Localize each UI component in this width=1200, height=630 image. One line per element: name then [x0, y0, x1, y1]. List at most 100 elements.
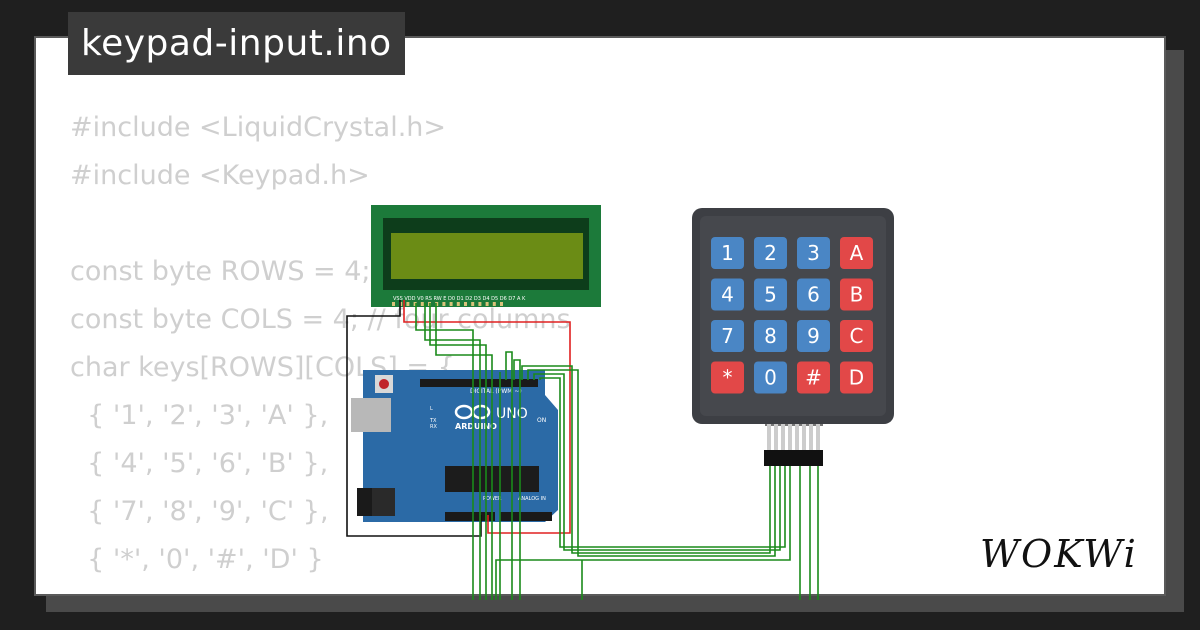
wokwi-logo-icon: WOKWi [980, 532, 1138, 576]
tx-label: TX [429, 418, 437, 424]
lcd-wire-3 [435, 303, 493, 600]
key-label: 2 [764, 241, 777, 265]
ribbon-strip [774, 424, 778, 450]
code-line: { '4', '5', '6', 'B' }, [70, 448, 329, 479]
key-5[interactable]: 5 [754, 278, 787, 311]
project-title: keypad-input.ino [68, 12, 405, 75]
power-header [445, 512, 495, 521]
key-label: B [850, 283, 864, 307]
lcd-pin [413, 302, 417, 306]
digital-header [420, 379, 538, 387]
code-line: }; [70, 584, 571, 594]
key-label: 9 [807, 324, 820, 348]
wokwi-logo: WOKWi [972, 524, 1156, 584]
rx-label: RX [430, 424, 437, 430]
ground-wire [346, 300, 482, 537]
code-line: #include <LiquidCrystal.h> [70, 112, 447, 143]
key-label: 3 [807, 241, 820, 265]
on-label: ON [537, 417, 546, 424]
lcd-wire-2 [429, 303, 487, 600]
lcd-pin [478, 302, 482, 306]
code-line: { '1', '2', '3', 'A' }, [70, 400, 329, 431]
lcd-module[interactable]: VSS VDD V0 RS RW E D0 D1 D2 D3 D4 D5 D6 … [371, 205, 601, 307]
power-wire [403, 300, 571, 534]
key-label: # [805, 366, 822, 390]
lcd-pin [456, 302, 460, 306]
ribbon-strip [802, 424, 806, 450]
lcd-wire-1 [424, 303, 481, 600]
keypad-wire-5 [495, 466, 791, 600]
key-label: * [723, 366, 733, 390]
key-label: 5 [764, 283, 777, 307]
keypad-wire-3 [533, 373, 781, 551]
lcd-pin [392, 302, 395, 306]
keypad-ribbon [767, 424, 820, 450]
key-6[interactable]: 6 [797, 278, 830, 311]
key-9[interactable]: 9 [797, 320, 830, 352]
lcd-pin [464, 302, 467, 306]
preview-card: #include <LiquidCrystal.h> #include <Keyp… [34, 36, 1166, 596]
key-3[interactable]: 3 [797, 237, 830, 269]
key-D[interactable]: D [840, 361, 873, 394]
lcd-pin [449, 302, 453, 306]
key-label: C [850, 324, 864, 348]
svg-text:WOKWi: WOKWi [980, 532, 1138, 576]
key-label: 4 [721, 283, 734, 307]
key-A[interactable]: A [840, 237, 873, 269]
code-line: const byte COLS = 4; // four columns [70, 304, 571, 335]
ribbon-strip [816, 424, 820, 450]
lcd-pin [420, 302, 424, 306]
code-line: char keys[ROWS][COLS] = { [70, 352, 455, 383]
keypad-wire-1 [521, 365, 771, 554]
arduino-uno[interactable]: DIGITAL (PWM ~) UNO ARDUINO ON TX RX L P… [351, 370, 558, 522]
key-8[interactable]: 8 [754, 320, 787, 352]
key-0[interactable]: 0 [754, 361, 787, 394]
key-label: 0 [764, 366, 777, 390]
key-2[interactable]: 2 [754, 237, 787, 269]
lcd-pin [500, 302, 503, 306]
arduino-brand: ARDUINO [455, 422, 497, 431]
key-7[interactable]: 7 [711, 320, 744, 352]
code-line: { '7', '8', '9', 'C' }, [70, 496, 329, 527]
analog-label: ANALOG IN [518, 496, 546, 502]
ribbon-strip [767, 424, 771, 450]
key-label: 1 [721, 241, 734, 265]
key-label: D [849, 366, 864, 390]
key-4[interactable]: 4 [711, 278, 744, 311]
lcd-pin [442, 302, 446, 306]
key-label: 7 [721, 324, 734, 348]
wire-d7 [505, 351, 513, 600]
ribbon-strip [795, 424, 799, 450]
wires [346, 300, 819, 600]
digital-label: DIGITAL (PWM ~) [470, 388, 522, 395]
keypad-connector [764, 450, 823, 466]
lcd-wire-4 [415, 303, 474, 600]
key-label: 6 [807, 283, 820, 307]
ribbon-strip [788, 424, 792, 450]
l-label: L [430, 406, 433, 412]
keypad-4x4[interactable]: 1 2 3 A 4 5 6 B 7 8 9 C * 0 # D [692, 208, 894, 466]
wire-d6 [513, 359, 521, 600]
key-label: 8 [764, 324, 777, 348]
keypad-keys: 1 2 3 A 4 5 6 B 7 8 9 C * 0 # D [711, 237, 873, 394]
lcd-pin [485, 302, 489, 306]
key-label: A [850, 241, 864, 265]
key-*[interactable]: * [711, 361, 744, 394]
code-line: { '*', '0', '#', 'D' } [70, 544, 324, 575]
ribbon-strip [809, 424, 813, 450]
analog-header [500, 512, 552, 521]
lcd-pin-labels: VSS VDD V0 RS RW E D0 D1 D2 D3 D4 D5 D6 … [393, 296, 526, 302]
lcd-pin [406, 302, 410, 306]
code-line: #include <Keypad.h> [70, 160, 370, 191]
usb-port [351, 398, 391, 432]
ribbon-strip [781, 424, 785, 450]
key-B[interactable]: B [840, 278, 873, 311]
keypad-wire-4 [539, 377, 786, 548]
keypad-wire-2 [527, 369, 776, 557]
key-C[interactable]: C [840, 320, 873, 352]
lcd-pin [471, 302, 475, 306]
key-#[interactable]: # [797, 361, 830, 394]
key-1[interactable]: 1 [711, 237, 744, 269]
lcd-pin [492, 302, 496, 306]
